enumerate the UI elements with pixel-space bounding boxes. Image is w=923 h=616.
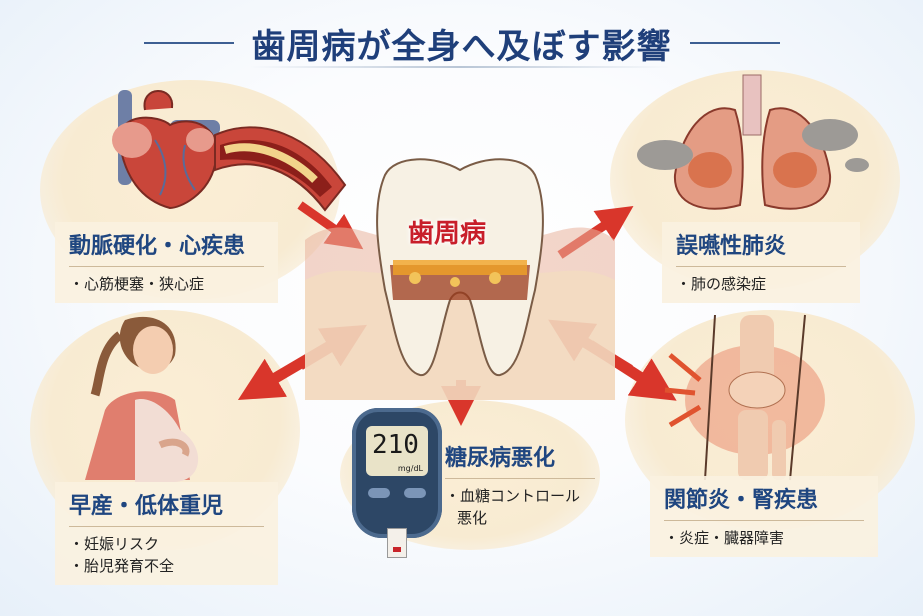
title-right-line <box>689 42 780 44</box>
diabetes-panel-divider <box>445 478 595 479</box>
meter-value: 210 <box>372 430 419 460</box>
meter-screen: 210 mg/dL <box>366 426 428 476</box>
lung-panel-item: ・肺の感染症 <box>676 275 767 293</box>
diabetes-panel-item: ・血糖コントロール <box>445 487 581 505</box>
pregnancy-panel: 早産・低体重児 ・妊娠リスク ・胎児発育不全 <box>55 482 278 585</box>
test-strip-icon <box>387 528 407 558</box>
tooth-icon <box>305 158 615 400</box>
title-left-line <box>143 42 234 44</box>
heart-icon <box>112 90 220 210</box>
knee-joint-icon <box>664 314 825 481</box>
joint-panel: 関節炎・腎疾患 ・炎症・臓器障害 <box>650 476 878 557</box>
center-label: 歯周病 <box>408 219 487 249</box>
heart-panel-divider <box>69 266 264 267</box>
page-title: 歯周病が全身へ及ぼす影響 <box>251 26 672 67</box>
glucose-meter-icon: 210 mg/dL <box>352 408 442 538</box>
heart-panel-item: ・心筋梗塞・狭心症 <box>69 275 205 293</box>
lung-panel-title: 誤嚥性肺炎 <box>676 234 787 259</box>
pregnancy-panel-title: 早産・低体重児 <box>69 494 224 519</box>
diabetes-panel: 糖尿病悪化 ・血糖コントロール 悪化 <box>445 440 595 529</box>
pregnant-woman-icon <box>85 316 199 482</box>
pregnancy-panel-divider <box>69 526 264 527</box>
joint-panel-item: ・炎症・臓器障害 <box>664 529 785 547</box>
meter-unit: mg/dL <box>397 464 423 473</box>
heart-panel: 動脈硬化・心疾患 ・心筋梗塞・狭心症 <box>55 222 278 303</box>
lung-panel-divider <box>676 266 846 267</box>
meter-button-left <box>368 488 390 498</box>
joint-panel-title: 関節炎・腎疾患 <box>664 488 819 513</box>
joint-panel-divider <box>664 520 864 521</box>
heart-panel-title: 動脈硬化・心疾患 <box>69 234 246 259</box>
pregnancy-panel-item: ・妊娠リスク <box>69 535 160 553</box>
pregnancy-panel-item: ・胎児発育不全 <box>69 557 175 575</box>
title-bar: 歯周病が全身へ及ぼす影響 <box>0 18 923 68</box>
lungs-icon <box>637 74 869 210</box>
artery-icon <box>214 126 347 212</box>
lung-panel: 誤嚥性肺炎 ・肺の感染症 <box>662 222 860 303</box>
title-underline <box>250 66 670 68</box>
diabetes-panel-item: 悪化 <box>457 509 488 527</box>
meter-button-right <box>404 488 426 498</box>
diabetes-panel-title: 糖尿病悪化 <box>445 446 556 471</box>
